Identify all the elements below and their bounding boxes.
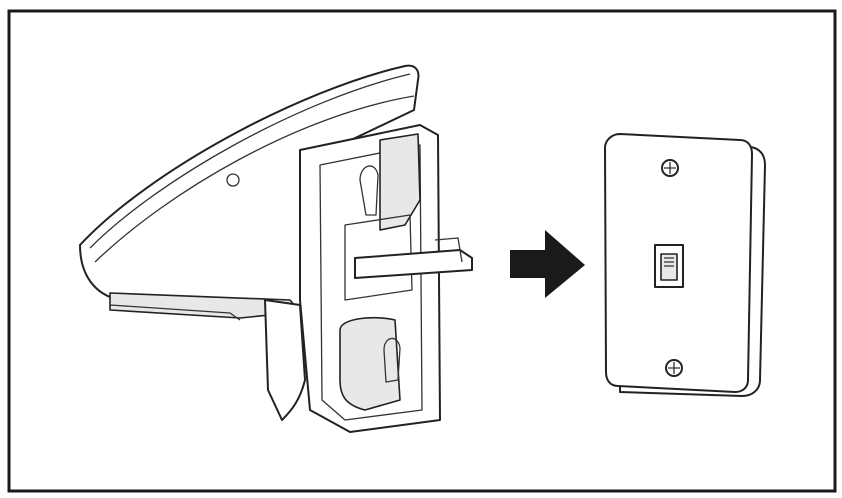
screw-icon	[661, 159, 679, 177]
arrow-right-icon	[510, 230, 585, 298]
screw-icon	[665, 359, 683, 377]
phone-base-icon	[79, 64, 420, 421]
wall-plate-icon	[604, 133, 766, 397]
wall-mount-bracket-icon	[299, 124, 473, 433]
phone-jack-icon	[654, 244, 684, 288]
